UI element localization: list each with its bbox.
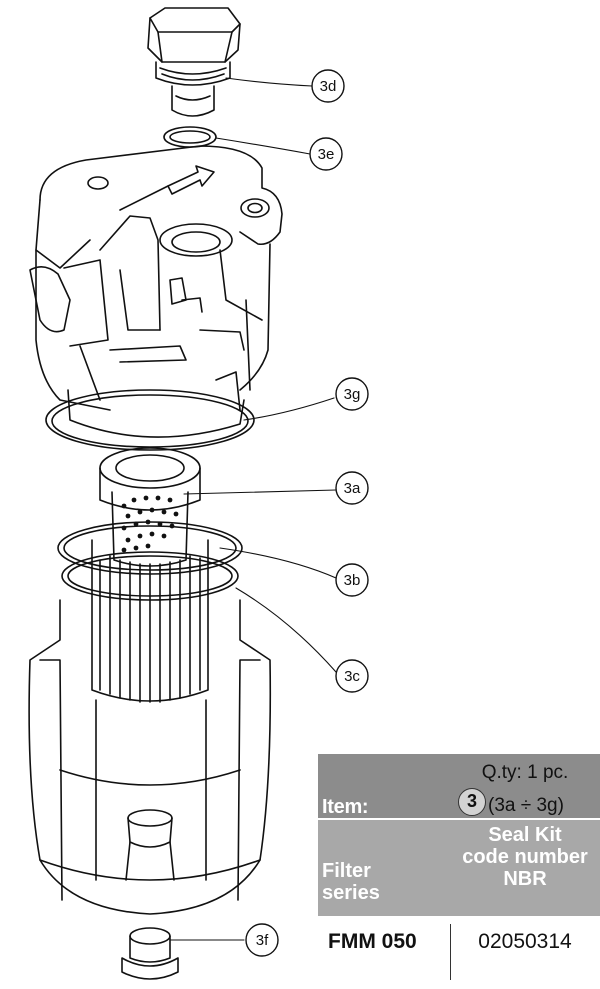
callout-3d-label: 3d xyxy=(320,78,337,95)
filter-head-part xyxy=(29,145,283,438)
callout-3g: 3g xyxy=(335,377,369,411)
bowl-o-rings-part xyxy=(57,521,243,601)
callout-3e: 3e xyxy=(309,137,343,171)
callout-3d: 3d xyxy=(311,69,345,103)
series-cell: FMM 050 xyxy=(318,916,450,986)
small-o-ring-part xyxy=(163,126,217,148)
table-row: FMM 050 02050314 xyxy=(318,916,600,986)
callout-3f: 3f xyxy=(245,923,279,957)
code-cell xyxy=(450,924,600,980)
series-header-cell: Filter series xyxy=(318,820,450,918)
item-number-badge: 3 xyxy=(458,788,486,816)
item-header: Item: xyxy=(322,796,369,818)
callout-3g-label: 3g xyxy=(344,386,361,403)
large-o-ring-part xyxy=(45,389,255,451)
filter-series-value: FMM 050 xyxy=(328,930,417,953)
filter-cartridge-part xyxy=(91,447,209,703)
seal-kit-code-value: 02050314 xyxy=(478,930,572,953)
filter-bowl-part xyxy=(28,599,272,915)
callout-3c: 3c xyxy=(335,659,369,693)
item-range: (3a ÷ 3g) xyxy=(488,795,564,816)
callout-3e-label: 3e xyxy=(318,146,335,163)
table-item-row: Item: 3 (3a ÷ 3g) xyxy=(318,788,600,818)
table-header-row: Filter series Seal Kit code number NBR xyxy=(318,818,600,918)
hex-plug-part xyxy=(147,7,241,117)
seal-kit-code-header: Seal Kit code number NBR xyxy=(462,824,588,890)
drain-plug-part xyxy=(121,927,179,980)
seal-kit-table: Q.ty: 1 pc. Item: 3 (3a ÷ 3g) Filter ser… xyxy=(318,754,600,986)
callout-3a: 3a xyxy=(335,471,369,505)
callout-3b: 3b xyxy=(335,563,369,597)
callout-3c-label: 3c xyxy=(344,668,360,685)
callout-3a-label: 3a xyxy=(344,480,361,497)
table-qty-row: Q.ty: 1 pc. xyxy=(318,754,600,794)
callout-3f-label: 3f xyxy=(256,932,269,949)
quantity-label: Q.ty: 1 pc. xyxy=(481,762,569,783)
leader-lines xyxy=(169,77,337,941)
callout-3b-label: 3b xyxy=(344,572,361,589)
filter-series-header: Filter series xyxy=(322,860,380,904)
